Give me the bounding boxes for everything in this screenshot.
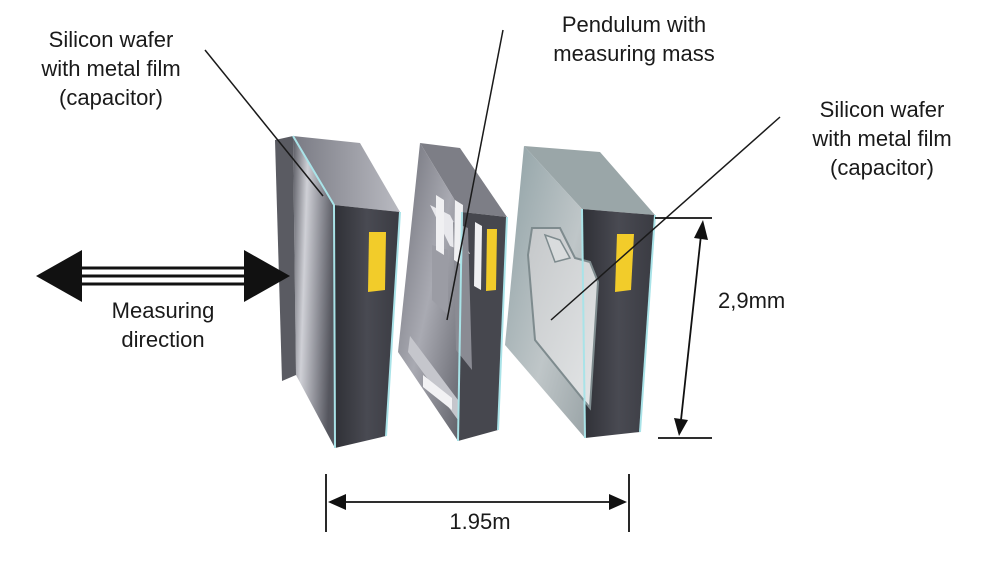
label-left-wafer-line1: Silicon wafer [48, 27, 174, 52]
label-right-wafer-line2: with metal film [812, 126, 952, 151]
label-direction-line2: direction [121, 327, 205, 352]
right-wafer [505, 146, 656, 439]
label-direction-line1: Measuring [111, 298, 215, 323]
label-left-wafer: Silicon wafer with metal film (capacitor… [16, 25, 206, 112]
right-wafer-pad [615, 234, 634, 292]
label-right-wafer-line3: (capacitor) [830, 155, 934, 180]
pendulum-frame [398, 143, 508, 442]
left-wafer-pad [368, 232, 386, 292]
label-pendulum-line2: measuring mass [553, 41, 715, 66]
width-dimension [325, 474, 630, 532]
metal-film [526, 227, 600, 411]
label-left-wafer-line2: with metal film [41, 56, 181, 81]
label-right-wafer-line1: Silicon wafer [819, 97, 945, 122]
label-width: 1.95m [449, 509, 511, 534]
label-height: 2,9mm [718, 288, 786, 313]
leader-pendulum [446, 29, 504, 321]
height-dimension [655, 217, 712, 439]
measuring-direction-arrow [36, 250, 290, 302]
label-pendulum-line1: Pendulum with [561, 12, 707, 37]
label-measuring-direction: Measuring direction [88, 296, 238, 354]
label-left-wafer-line3: (capacitor) [59, 85, 163, 110]
leader-left-wafer [204, 49, 324, 197]
label-pendulum: Pendulum with measuring mass [524, 10, 744, 68]
pendulum-pad [486, 229, 497, 291]
label-right-wafer: Silicon wafer with metal film (capacitor… [787, 95, 977, 182]
left-wafer [275, 135, 401, 449]
